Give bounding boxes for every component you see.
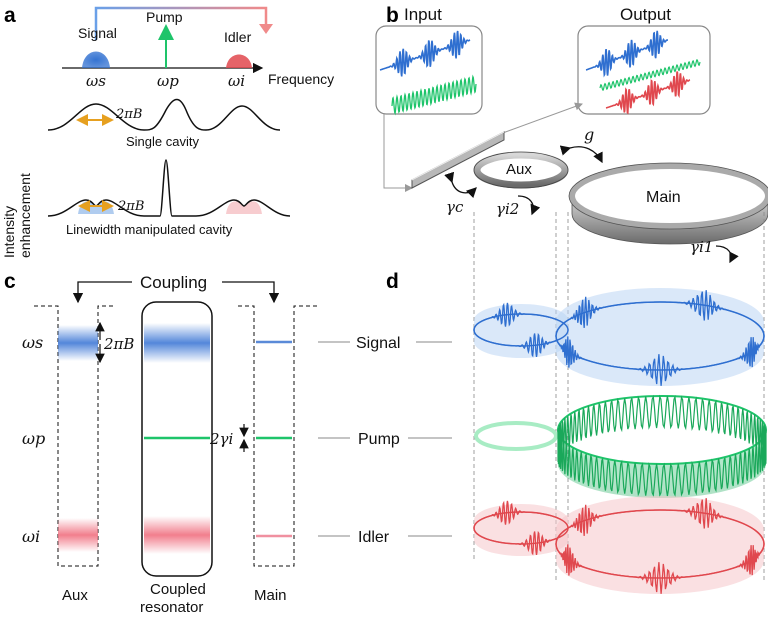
signal-rings bbox=[473, 288, 765, 386]
bracket-arrowhead bbox=[259, 24, 273, 34]
coupled-signal-band bbox=[144, 323, 210, 363]
aux-ring-label: Aux bbox=[506, 161, 532, 178]
d-signal-label: Signal bbox=[356, 335, 400, 352]
bandwidth-label-2: 2πB bbox=[117, 199, 144, 214]
output-box bbox=[577, 25, 711, 115]
coupled-idler-band bbox=[144, 516, 210, 554]
signal-idler-bracket bbox=[94, 6, 268, 40]
panel-a: Signal Pump Idler ωs ωp ωi Frequency Int… bbox=[1, 6, 334, 258]
idler-peak bbox=[226, 54, 252, 68]
panel-label-c: c bbox=[4, 270, 16, 293]
gamma-c-arrow bbox=[444, 171, 477, 199]
output-idler-wave bbox=[605, 71, 691, 115]
panel-label-b: b bbox=[386, 4, 399, 27]
gamma-i2-arrow bbox=[517, 195, 541, 216]
omega-p-label: ωp bbox=[157, 72, 179, 90]
signal-split-fill bbox=[78, 201, 114, 214]
idler-rings bbox=[473, 496, 765, 594]
pump-rings bbox=[474, 394, 767, 498]
input-leader bbox=[383, 114, 413, 192]
input-pump-wave bbox=[391, 74, 477, 116]
d-idler-label: Idler bbox=[358, 529, 390, 546]
coupled-label-1: Coupled bbox=[150, 581, 206, 598]
main-ring bbox=[569, 163, 768, 229]
panel-b: Input Output Aux Main g γc bbox=[375, 5, 768, 264]
gamma-i2-label: γi2 bbox=[496, 200, 519, 218]
pump-label: Pump bbox=[146, 9, 183, 25]
gamma-c-label: γc bbox=[446, 198, 464, 216]
main-well bbox=[238, 305, 318, 567]
aux-label: Aux bbox=[62, 587, 88, 604]
c-omega-p: ωp bbox=[22, 429, 45, 448]
input-signal-wave bbox=[379, 30, 471, 77]
panel-d: Signal Pump Idler bbox=[318, 212, 767, 594]
main-label: Main bbox=[254, 587, 287, 604]
output-signal-wave bbox=[585, 30, 668, 78]
omega-s-label: ωs bbox=[86, 72, 106, 90]
aux-ring bbox=[473, 151, 569, 189]
frequency-label: Frequency bbox=[268, 71, 334, 87]
omega-i-label: ωi bbox=[228, 72, 245, 90]
c-omega-s: ωs bbox=[22, 333, 43, 352]
gamma-i1-label: γi1 bbox=[690, 238, 713, 256]
single-cavity-trace bbox=[47, 98, 281, 131]
idler-pulses bbox=[473, 498, 765, 594]
c-omega-i: ωi bbox=[22, 527, 40, 546]
idler-label: Idler bbox=[224, 29, 252, 45]
gamma-i1-arrow bbox=[715, 245, 739, 264]
gamma-label: 2γi bbox=[209, 430, 234, 448]
bandwidth-label-1: 2πB bbox=[115, 107, 142, 122]
signal-pulses bbox=[473, 290, 765, 386]
aux-idler-band bbox=[58, 518, 98, 552]
aux-well bbox=[34, 305, 116, 567]
single-cavity-label: Single cavity bbox=[126, 134, 199, 149]
panel-label-d: d bbox=[386, 270, 399, 293]
coupling-label: Coupling bbox=[140, 273, 207, 292]
g-label: g bbox=[584, 125, 594, 144]
coupling-arrow-left bbox=[72, 281, 132, 304]
pump-wave bbox=[557, 394, 767, 498]
main-ring-label: Main bbox=[646, 189, 681, 206]
idler-split-fill bbox=[226, 201, 262, 214]
panel-label-a: a bbox=[4, 4, 16, 27]
g-coupling-arrow bbox=[559, 145, 603, 164]
aux-signal-band bbox=[58, 325, 98, 361]
output-pump-wave bbox=[599, 59, 701, 91]
ylabel-intensity: Intensity bbox=[1, 206, 17, 258]
aux-pump-ring bbox=[474, 421, 558, 451]
manipulated-cavity-label: Linewidth manipulated cavity bbox=[66, 222, 233, 237]
panel-c: Coupling 2πB 2γi ωs ωp ωi Aux Couple bbox=[22, 273, 318, 616]
input-label: Input bbox=[404, 5, 442, 24]
bandwidth-2piB-label: 2πB bbox=[103, 335, 134, 353]
output-leader bbox=[499, 102, 583, 135]
coupled-label-2: resonator bbox=[140, 599, 203, 616]
coupling-arrow-right bbox=[222, 281, 280, 304]
ylabel-enhancement: enhancement bbox=[17, 173, 33, 258]
output-label: Output bbox=[620, 5, 671, 24]
d-pump-label: Pump bbox=[358, 431, 400, 448]
signal-label: Signal bbox=[78, 25, 117, 41]
